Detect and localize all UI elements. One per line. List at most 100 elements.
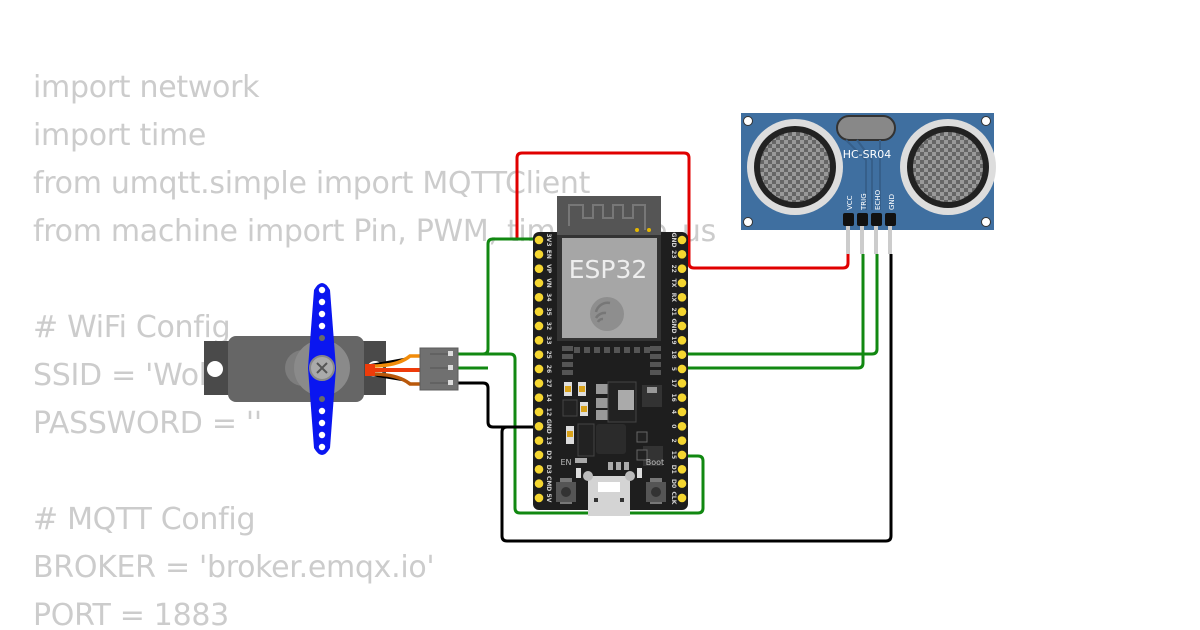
servo-motor[interactable] — [204, 283, 459, 455]
usb-chip — [596, 424, 626, 454]
pin-right-5[interactable] — [677, 364, 687, 374]
espressif-logo-icon — [590, 297, 624, 331]
pin-label: 33 — [545, 336, 552, 344]
pin-right-22[interactable] — [677, 264, 687, 273]
pin-label: D2 — [545, 450, 552, 459]
pin-label: EN — [545, 250, 552, 259]
left-pin-header: 3V3ENVPVN343532332526271412GND13D2D3CMD5… — [534, 234, 552, 503]
servo-pwm-wire — [458, 366, 488, 370]
pin-right-d1[interactable] — [677, 464, 687, 474]
pin-right-clk[interactable] — [677, 493, 687, 503]
usb-port[interactable] — [583, 471, 635, 516]
esp32-label: ESP32 — [569, 255, 648, 284]
pin-left-34[interactable] — [534, 293, 544, 302]
pin-left-27[interactable] — [534, 379, 544, 388]
pin-label: 32 — [545, 322, 552, 330]
pin-label: VCC — [846, 195, 854, 210]
echo-wire — [681, 254, 879, 356]
code-line: PORT = 1883 — [33, 598, 229, 630]
pin-label: 19 — [670, 336, 677, 344]
trig-wire — [681, 254, 865, 370]
code-line: PASSWORD = '' — [33, 406, 262, 441]
en-label: EN — [560, 458, 571, 467]
pin-right-15[interactable] — [677, 450, 687, 460]
pin-left-12[interactable] — [534, 407, 544, 417]
pin-right-d0[interactable] — [677, 479, 687, 488]
pin-left-5v[interactable] — [534, 493, 544, 503]
pin-right-rx[interactable] — [677, 293, 687, 302]
pin-left-vp[interactable] — [534, 264, 544, 273]
pin-left-d2[interactable] — [534, 450, 544, 460]
transducer-left — [747, 119, 843, 215]
smd-components — [562, 381, 663, 478]
pin-left-d3[interactable] — [534, 464, 544, 474]
pin-label: 5V — [545, 494, 552, 503]
pin-label: VN — [545, 278, 552, 288]
pin-right-18[interactable] — [677, 350, 687, 359]
pin-right-17[interactable] — [677, 379, 687, 388]
code-line: import network — [33, 70, 260, 105]
servo-gnd-wire — [458, 381, 538, 429]
pin-left-32[interactable] — [534, 321, 544, 331]
esp32-board[interactable]: ESP32 — [533, 196, 688, 516]
pin-left-gnd[interactable] — [534, 421, 544, 431]
pin-label: 27 — [545, 379, 552, 387]
pin-label: RX — [670, 293, 677, 303]
servo-connector[interactable] — [419, 347, 459, 391]
pin-label: GND — [545, 419, 552, 434]
pin-left-26[interactable] — [534, 364, 544, 374]
boot-button[interactable] — [646, 478, 666, 504]
pin-label: 34 — [545, 293, 552, 301]
pin-left-vn[interactable] — [534, 278, 544, 288]
pin-label: D1 — [670, 465, 677, 474]
pin-label: 2 — [670, 439, 677, 443]
pin-label: CMD — [545, 476, 552, 491]
pin-right-21[interactable] — [677, 307, 687, 316]
hcsr04-sensor[interactable]: HC-SR04 VCC TRIG ECHO GND — [741, 113, 996, 254]
pin-label: D3 — [545, 465, 552, 474]
pin-left-en[interactable] — [534, 250, 544, 259]
en-button[interactable] — [556, 478, 576, 504]
pin-right-gnd[interactable] — [677, 235, 687, 245]
pin-left-14[interactable] — [534, 393, 544, 402]
pin-label: 25 — [545, 350, 552, 358]
pin-right-23[interactable] — [677, 250, 687, 259]
pin-right-2[interactable] — [677, 436, 687, 445]
pin-left-35[interactable] — [534, 307, 544, 316]
pin-right-4[interactable] — [677, 407, 687, 417]
pin-label: TRIG — [860, 193, 868, 211]
boot-label: Boot — [646, 458, 664, 467]
pin-left-3v3[interactable] — [534, 235, 544, 245]
servo-horn[interactable] — [308, 283, 336, 455]
pin-label: 3V3 — [545, 234, 552, 247]
servo-vcc-wire — [458, 237, 538, 356]
pin-right-tx[interactable] — [677, 278, 687, 288]
sensor-header — [843, 213, 896, 254]
pin-label: 35 — [545, 307, 552, 315]
pin-label: VP — [545, 264, 552, 274]
pin-label: 12 — [545, 408, 552, 416]
pin-left-33[interactable] — [534, 336, 544, 345]
pin-label: 0 — [670, 424, 677, 428]
pin-left-13[interactable] — [534, 436, 544, 445]
pin-label: GND — [670, 233, 677, 248]
vcc-wire — [515, 151, 850, 270]
pin-right-0[interactable] — [677, 421, 687, 431]
pin-right-gnd[interactable] — [677, 321, 687, 331]
pin-label: 13 — [545, 436, 552, 444]
pin-label: 18 — [670, 350, 677, 358]
code-line: import time — [33, 118, 207, 153]
pin-left-25[interactable] — [534, 350, 544, 359]
pin-label: 14 — [545, 393, 552, 401]
pin-right-19[interactable] — [677, 336, 687, 345]
pin-right-16[interactable] — [677, 393, 687, 402]
wires — [458, 151, 893, 543]
code-line: # WiFi Config — [33, 310, 231, 345]
servo-ground-lead — [371, 372, 420, 386]
pin-left-cmd[interactable] — [534, 479, 544, 488]
pin-label: 21 — [670, 307, 677, 315]
pin-label: GND — [888, 194, 896, 210]
